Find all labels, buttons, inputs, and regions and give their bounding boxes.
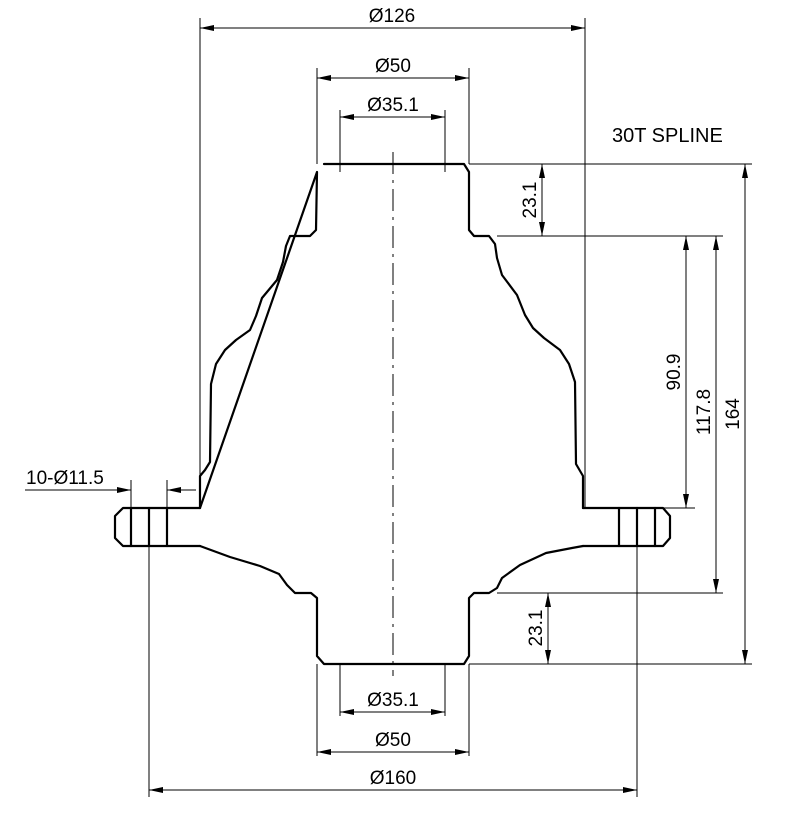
dim-h-23-top: 23.1 bbox=[520, 182, 541, 219]
dimension-lines bbox=[25, 25, 748, 793]
dim-h-117-8: 117.8 bbox=[694, 389, 715, 435]
dim-dia-35-top: Ø35.1 bbox=[367, 95, 419, 116]
dim-dia-160: Ø160 bbox=[370, 768, 416, 789]
dim-h-164: 164 bbox=[723, 398, 744, 430]
dim-dia-126: Ø126 bbox=[369, 6, 415, 27]
dim-dia-35-bottom: Ø35.1 bbox=[367, 690, 419, 711]
dim-holes: 10-Ø11.5 bbox=[26, 468, 104, 489]
dim-h-23-bottom: 23.1 bbox=[526, 610, 547, 647]
dim-h-90-9: 90.9 bbox=[664, 354, 685, 391]
dim-dia-50-top: Ø50 bbox=[375, 56, 411, 77]
part-outline-left bbox=[198, 162, 585, 666]
dimension-labels: Ø126 Ø50 Ø35.1 Ø35.1 Ø50 Ø160 10-Ø11.5 2… bbox=[26, 6, 744, 789]
dim-dia-50-bottom: Ø50 bbox=[375, 730, 411, 751]
extension-lines bbox=[130, 18, 752, 797]
spline-note: 30T SPLINE bbox=[612, 125, 723, 147]
